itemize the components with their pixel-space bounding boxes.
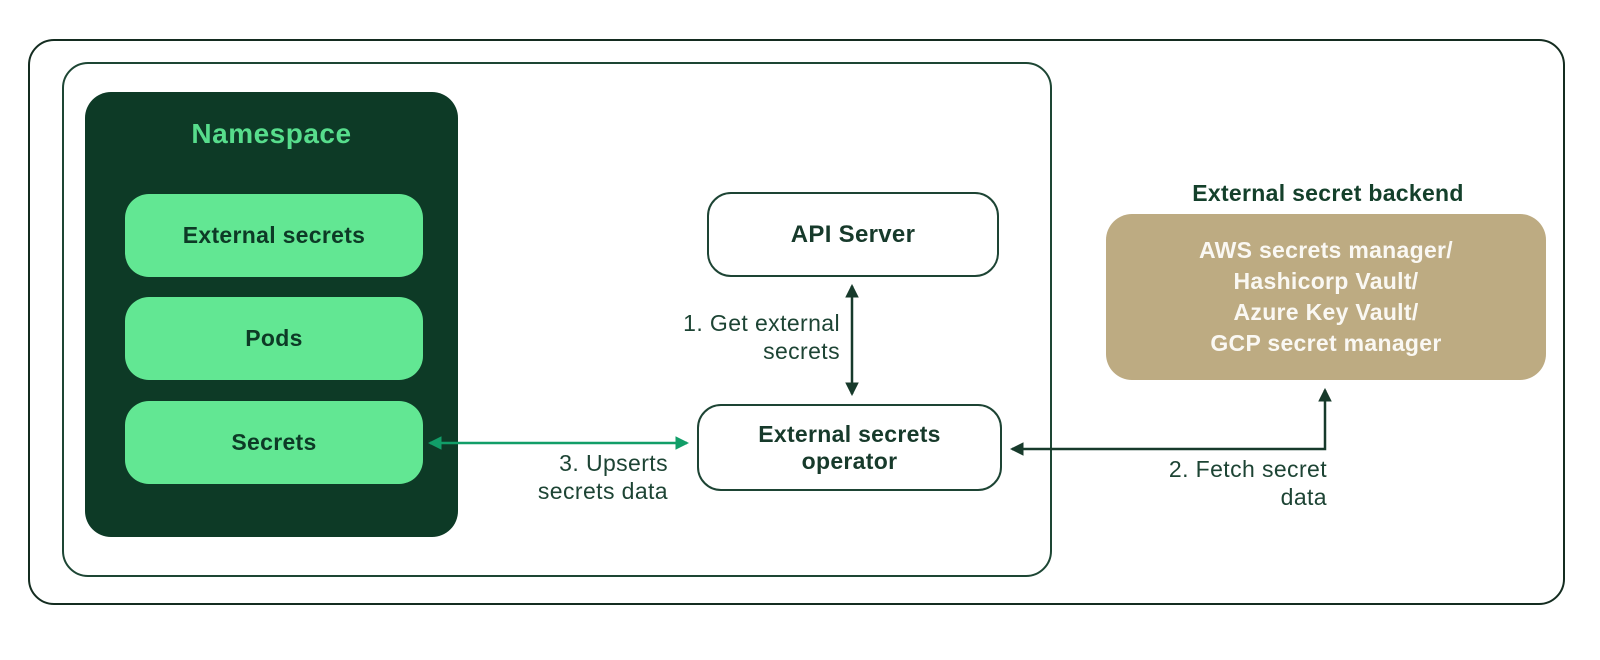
api-server-label: API Server: [790, 220, 916, 248]
namespace-item-label: Pods: [245, 325, 303, 351]
backend-line: GCP secret manager: [1210, 330, 1442, 356]
namespace-item-external-secrets: External secrets: [125, 194, 423, 277]
namespace-item-pods: Pods: [125, 297, 423, 380]
backend-line: Hashicorp Vault/: [1233, 268, 1419, 294]
backend-line: Azure Key Vault/: [1233, 299, 1419, 325]
backend-title: External secret backend: [1192, 180, 1464, 206]
namespace-item-label: External secrets: [182, 222, 366, 248]
annotation-step3: 3. Upserts secrets data: [537, 450, 668, 504]
cluster-boundary: [62, 62, 1052, 577]
operator-label-line2: operator: [801, 447, 898, 474]
external-secrets-operator-node: External secrets operator: [697, 404, 1002, 491]
namespace-title: Namespace: [191, 118, 352, 149]
annotation-step2: 2. Fetch secret data: [1168, 456, 1327, 510]
operator-label-line1: External secrets: [758, 420, 941, 447]
outer-boundary: [28, 39, 1565, 605]
backend-node: AWS secrets manager/ Hashicorp Vault/ Az…: [1106, 214, 1546, 380]
backend-line: AWS secrets manager/: [1198, 237, 1453, 263]
api-server-node: API Server: [707, 192, 999, 277]
annotation-step1: 1. Get external secrets: [683, 310, 840, 364]
namespace-item-secrets: Secrets: [125, 401, 423, 484]
namespace-item-label: Secrets: [231, 429, 317, 455]
